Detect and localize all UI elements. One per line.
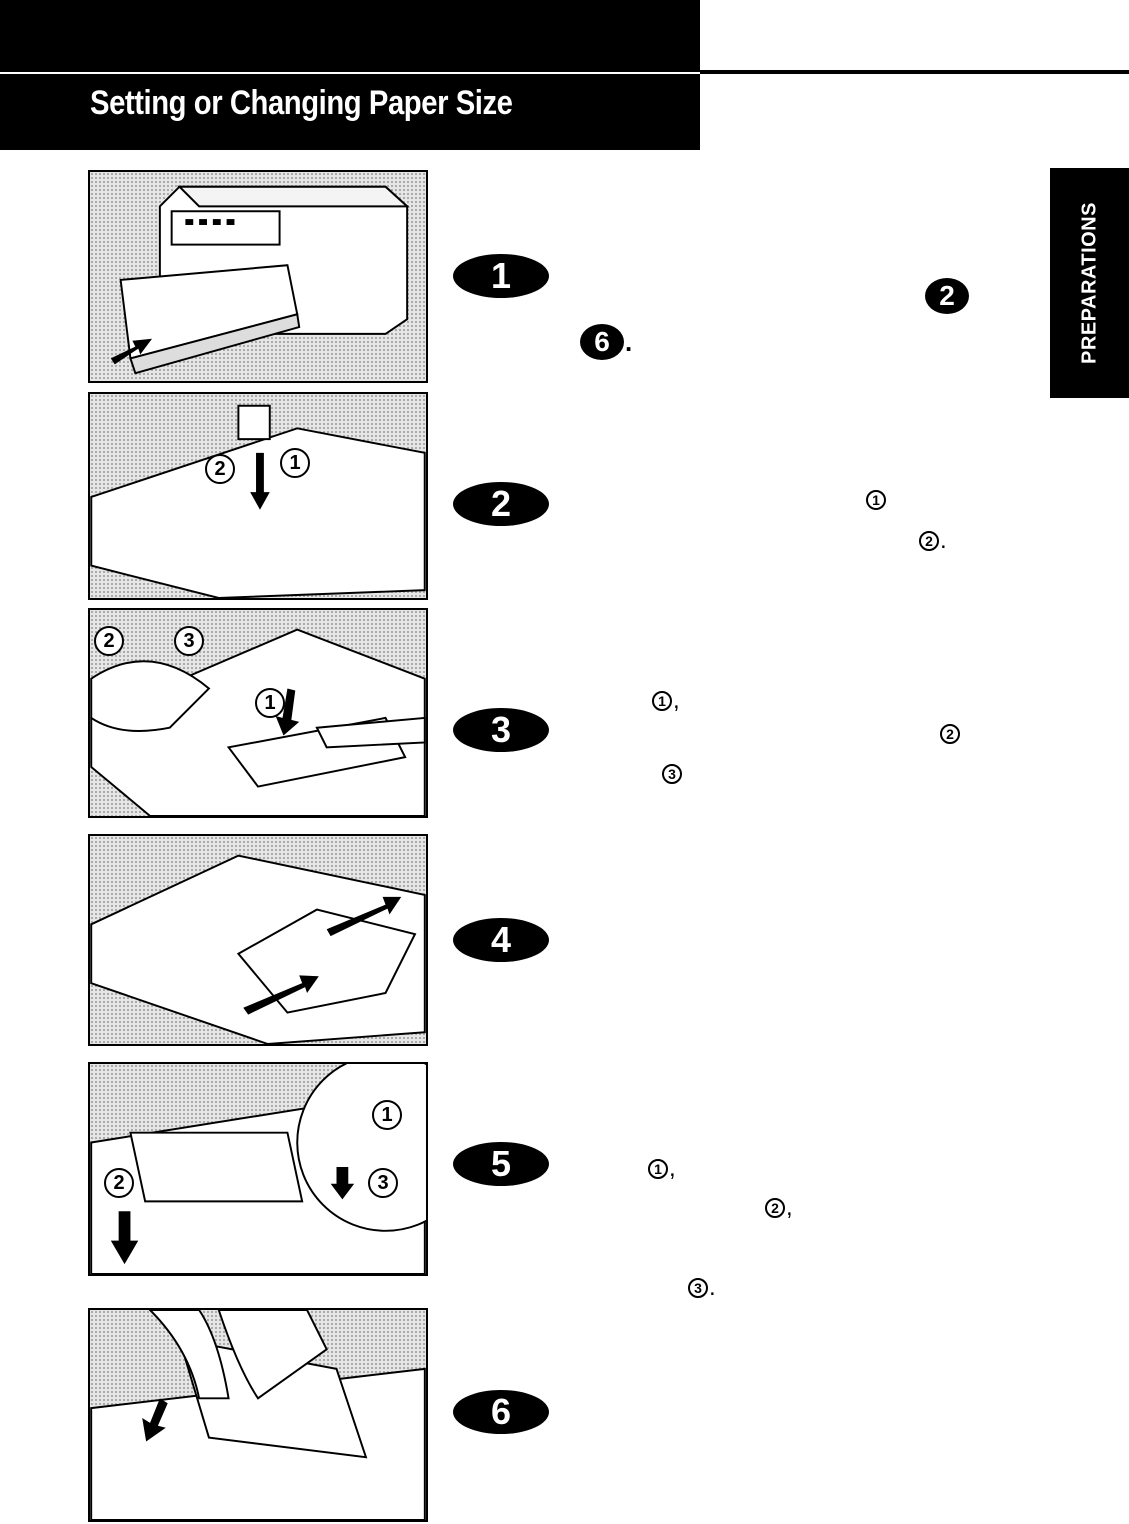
header-rule [700, 70, 1129, 74]
figure-marker: 2 [94, 626, 124, 656]
header-band [0, 0, 700, 150]
item-marker: 1, [652, 689, 680, 713]
guide-press-illustration [90, 1310, 426, 1520]
section-tab: PREPARATIONS [1050, 168, 1129, 398]
figure-step-4 [88, 834, 428, 1046]
item-marker: 1 [866, 490, 886, 510]
step-badge-4: 4 [453, 918, 549, 962]
figure-marker: 3 [174, 626, 204, 656]
page-title: Setting or Changing Paper Size [90, 84, 513, 123]
figure-step-6 [88, 1308, 428, 1522]
step-reference-badge: 2 [925, 278, 969, 314]
printer-tray-illustration [90, 172, 426, 381]
item-marker: 3 [662, 764, 682, 784]
figure-step-2: 2 1 [88, 392, 428, 600]
guide-adjust-illustration [90, 836, 426, 1044]
header-divider [0, 72, 700, 74]
step-badge-5: 5 [453, 1142, 549, 1186]
tray-guide-illustration [90, 394, 426, 598]
figure-marker: 1 [372, 1100, 402, 1130]
item-marker: 2, [765, 1196, 793, 1220]
step-badge-6: 6 [453, 1390, 549, 1434]
step-badge-3: 3 [453, 708, 549, 752]
figure-marker: 2 [104, 1168, 134, 1198]
step-reference: 2 [925, 278, 969, 314]
item-marker: 3. [688, 1276, 716, 1300]
item-marker: 2 [940, 724, 960, 744]
figure-step-5: 1 2 3 [88, 1062, 428, 1276]
figure-step-3: 2 3 1 [88, 608, 428, 818]
section-tab-label: PREPARATIONS [1078, 202, 1101, 364]
figure-marker: 1 [255, 688, 285, 718]
step-badge-1: 1 [453, 254, 549, 298]
figure-marker: 2 [205, 454, 235, 484]
item-marker: 1, [648, 1157, 676, 1181]
figure-marker: 3 [368, 1168, 398, 1198]
item-marker: 2. [919, 529, 947, 553]
step-reference: 6. [580, 324, 632, 360]
figure-step-1 [88, 170, 428, 383]
step-reference-badge: 6 [580, 324, 624, 360]
figure-marker: 1 [280, 448, 310, 478]
step-badge-2: 2 [453, 482, 549, 526]
